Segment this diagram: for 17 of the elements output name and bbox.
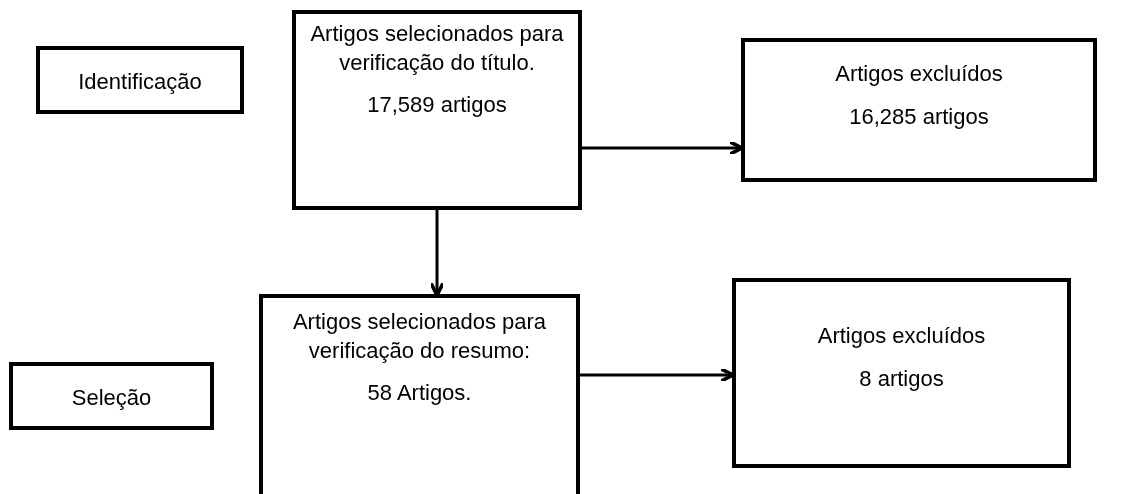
- process-box: [259, 294, 580, 494]
- process-box: [732, 278, 1071, 468]
- box-heading: Artigos excluídos: [817, 322, 986, 350]
- article-count: 17,589 artigos: [367, 91, 507, 120]
- process-box: [741, 38, 1097, 182]
- article-count: 16,285 artigos: [849, 102, 989, 131]
- process-box: [9, 362, 214, 430]
- box-heading: Artigos selecionados para verificação do título.: [309, 20, 565, 77]
- article-count: 8 artigos: [859, 364, 944, 393]
- process-box: [292, 10, 582, 210]
- article-count: 58 Artigos.: [367, 379, 472, 408]
- process-box: [36, 46, 244, 114]
- box-heading: Artigos excluídos: [835, 60, 1003, 88]
- box-heading: Seleção: [71, 384, 152, 412]
- arrow: [429, 210, 445, 297]
- box-heading: Artigos selecionados para verificação do resumo:: [291, 308, 548, 365]
- box-heading: Identificação: [78, 68, 202, 96]
